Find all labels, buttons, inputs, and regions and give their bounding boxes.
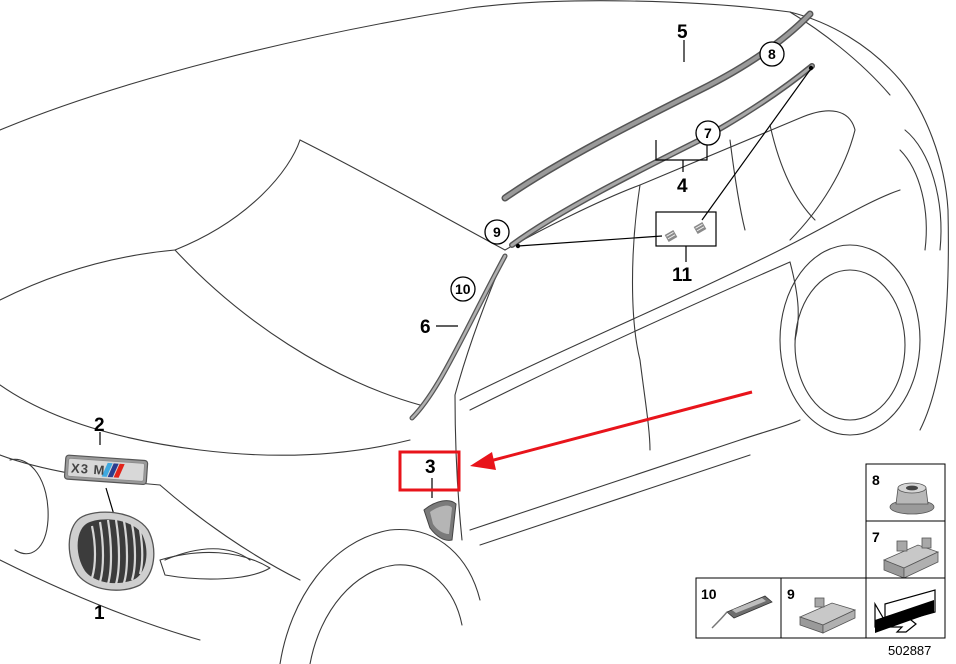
callout-9-circle bbox=[484, 219, 510, 245]
callout-2: 2 bbox=[94, 415, 105, 436]
adhesive-pad-parts bbox=[664, 222, 707, 242]
parts-cell-clip-10-number: 10 bbox=[701, 586, 717, 602]
callout-8: 8 bbox=[768, 46, 776, 62]
callout-7: 7 bbox=[704, 125, 712, 141]
callout-5: 5 bbox=[677, 22, 688, 43]
parts-cell-clip-9: 9 bbox=[780, 577, 867, 639]
parts-cell-clip-9-number: 9 bbox=[787, 586, 795, 602]
callout-9: 9 bbox=[493, 224, 501, 240]
callout-8-circle bbox=[759, 41, 785, 67]
parts-cell-nut: 8 bbox=[865, 463, 946, 522]
parts-cell-nut-number: 8 bbox=[872, 472, 880, 488]
clip-10-icon bbox=[711, 595, 773, 629]
callout-labels: 5 8 7 4 9 11 10 6 2 3 1 bbox=[94, 22, 785, 624]
highlight-arrow-shaft bbox=[489, 390, 753, 463]
m-stripes bbox=[101, 462, 125, 478]
highlight-box bbox=[398, 450, 461, 492]
callout-6: 6 bbox=[420, 317, 431, 338]
callout-3: 3 bbox=[425, 457, 436, 478]
fender-trim-part bbox=[423, 500, 457, 541]
roof-trim-part bbox=[509, 63, 815, 248]
parts-cell-arrow bbox=[865, 577, 946, 639]
callout-1: 1 bbox=[94, 603, 105, 624]
callout-11: 11 bbox=[672, 265, 693, 286]
callout-4: 4 bbox=[677, 176, 688, 197]
x3m-badge: X3 M bbox=[63, 454, 149, 486]
direction-arrow-icon bbox=[874, 589, 936, 633]
diagram-number: 502887 bbox=[888, 643, 931, 658]
highlight-annotation bbox=[398, 390, 753, 492]
pillar-trim-part bbox=[409, 253, 508, 421]
highlight-arrow-head bbox=[470, 452, 496, 470]
clip-7-icon bbox=[882, 537, 940, 579]
clip-9-icon bbox=[798, 597, 857, 634]
callout-7-circle bbox=[695, 120, 721, 146]
nut-icon bbox=[889, 482, 935, 515]
callout-10-circle bbox=[450, 276, 476, 302]
leader-lines bbox=[99, 40, 814, 588]
kidney-grille bbox=[68, 511, 155, 591]
parts-cell-clip-7: 7 bbox=[865, 520, 946, 579]
parts-table: 8 7 10 bbox=[695, 463, 946, 639]
parts-cell-clip-7-number: 7 bbox=[872, 529, 880, 545]
callout-10: 10 bbox=[455, 281, 471, 297]
parts-cell-clip-10: 10 bbox=[695, 577, 782, 639]
roof-rail-part bbox=[501, 10, 814, 202]
badge-text: X3 M bbox=[71, 460, 106, 477]
